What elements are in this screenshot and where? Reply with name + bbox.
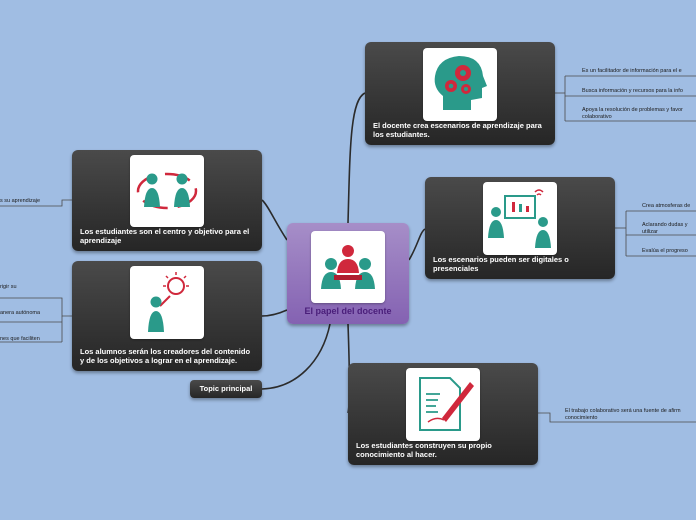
node-title: Los escenarios pueden ser digitales o pr… (433, 255, 569, 273)
leaf-text[interactable]: El trabajo colaborativo será una fuente … (565, 408, 681, 421)
node-title: Los estudiantes construyen su propio con… (356, 441, 492, 459)
topic-node-construyen-conocimiento[interactable]: Los estudiantes construyen su propio con… (348, 363, 538, 465)
central-topic[interactable]: El papel del docente (287, 223, 409, 324)
topic-node-estudiantes-centro[interactable]: Los estudiantes son el centro y objetivo… (72, 150, 262, 251)
leaf-text[interactable]: Crea atmosferas de (642, 203, 691, 209)
leaf-text[interactable]: s su aprendizaje (0, 198, 41, 204)
topic-node-escenarios-digitales[interactable]: Los escenarios pueden ser digitales o pr… (425, 177, 615, 279)
node-title: Los estudiantes son el centro y objetivo… (80, 227, 250, 245)
online-class-icon (483, 182, 557, 255)
topic-node-alumnos-creadores[interactable]: Los alumnos serán los creadores del cont… (72, 261, 262, 371)
node-title: El docente crea escenarios de aprendizaj… (373, 121, 542, 139)
team-meeting-icon (311, 231, 385, 303)
document-pen-icon (406, 368, 480, 441)
central-title: El papel del docente (304, 306, 392, 316)
leaf-text[interactable]: nes que faciliten (0, 336, 40, 342)
students-cycle-icon (130, 155, 204, 227)
topic-node-docente-escenarios[interactable]: El docente crea escenarios de aprendizaj… (365, 42, 555, 145)
node-title: Los alumnos serán los creadores del cont… (80, 347, 251, 365)
leaf-text[interactable]: Evalúa el progreso (642, 248, 688, 254)
leaf-text[interactable]: Busca información y recursos para la inf… (582, 88, 683, 94)
leaf-text[interactable]: anera autónoma (0, 310, 41, 316)
leaf-text[interactable]: Es un facilitador de información para el… (582, 68, 682, 74)
leaf-text[interactable]: rigir su (0, 284, 17, 290)
leaf-text[interactable]: Aclarando dudas y utilizar (642, 222, 688, 235)
floating-topic[interactable]: Topic principal (190, 380, 262, 398)
student-idea-icon (130, 266, 204, 339)
brain-gears-icon (423, 48, 497, 121)
leaf-text[interactable]: Apoya la resolución de problemas y favor… (582, 107, 683, 120)
